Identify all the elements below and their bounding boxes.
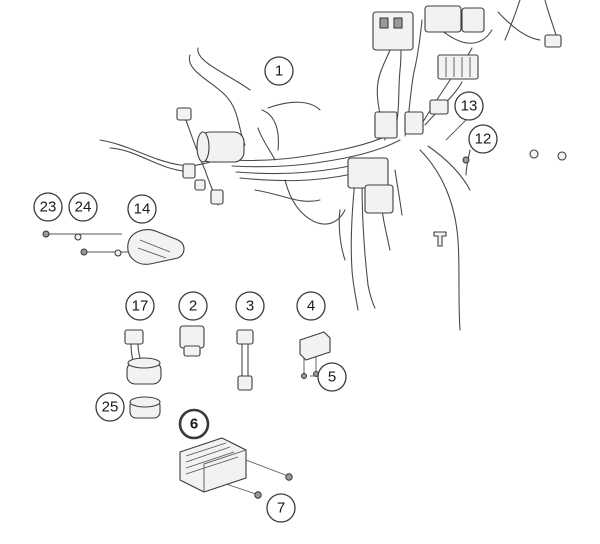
leader-lines <box>310 119 467 377</box>
callout-6-ring <box>178 408 210 440</box>
connector-3-bottom <box>237 375 253 391</box>
washer-lower <box>114 249 122 257</box>
callout-12-label: 12 <box>475 131 492 148</box>
callout-4: 4 <box>296 291 326 321</box>
fuse-box <box>437 54 479 80</box>
top-connector-pin-2 <box>393 17 403 29</box>
top-connector-block-3 <box>461 7 485 33</box>
relay-2-base <box>183 345 201 357</box>
callout-5: 5 <box>317 362 347 392</box>
screw-7-b <box>254 491 262 499</box>
washer-24 <box>74 233 82 241</box>
screw-lower <box>80 248 88 256</box>
relay-17-top <box>127 357 161 369</box>
top-connector-block-2 <box>424 5 462 33</box>
callout-17: 17 <box>125 291 155 321</box>
cap-25-top <box>129 396 161 408</box>
sensor-4 <box>299 331 331 379</box>
callout-13-label: 13 <box>461 98 478 115</box>
callout-2-label: 2 <box>189 298 197 315</box>
relay-17-connector <box>124 329 144 345</box>
harness-connectors <box>176 5 567 247</box>
harness-bolt <box>462 156 470 164</box>
callout-24: 24 <box>68 192 98 222</box>
bracket-14 <box>127 229 185 265</box>
relay-17-assembly <box>124 329 162 385</box>
callout-7-label: 7 <box>277 500 285 517</box>
callout-4-label: 4 <box>307 298 315 315</box>
screw-23 <box>42 230 50 238</box>
central-connector-block <box>364 184 394 214</box>
top-connector-block <box>372 11 414 51</box>
screw-7-a <box>285 473 293 481</box>
loose-nut-1 <box>529 149 539 159</box>
screw-5-a <box>301 373 307 379</box>
callout-12: 12 <box>468 124 498 154</box>
callout-3-label: 3 <box>246 298 254 315</box>
callout-23: 23 <box>33 192 63 222</box>
callout-25-label: 25 <box>102 399 119 416</box>
relay-2 <box>179 325 205 357</box>
relay-2-body <box>179 325 205 349</box>
sensor-4-body <box>299 331 331 361</box>
callout-25: 25 <box>95 392 125 422</box>
junction-connector-right <box>404 111 424 135</box>
callout-5-label: 5 <box>328 369 336 386</box>
callout-24-label: 24 <box>75 199 92 216</box>
connector-3 <box>236 329 254 391</box>
connector-left-4 <box>194 179 206 191</box>
callout-2: 2 <box>178 291 208 321</box>
callout-14-label: 14 <box>134 201 151 218</box>
callout-1-label: 1 <box>275 63 283 80</box>
connector-left-3 <box>210 189 224 205</box>
central-junction-block <box>347 157 389 189</box>
cap-25 <box>129 396 161 419</box>
top-connector-pin <box>379 17 389 29</box>
callout-13: 13 <box>454 91 484 121</box>
callout-14: 14 <box>127 194 157 224</box>
loose-nut-2 <box>557 151 567 161</box>
callout-6: 6 <box>178 408 210 440</box>
connector-3-top <box>236 329 254 345</box>
callout-3: 3 <box>235 291 265 321</box>
callout-17-label: 17 <box>132 298 149 315</box>
callout-7: 7 <box>266 493 296 523</box>
wiring-harness <box>99 0 557 331</box>
harness-clip <box>433 231 447 247</box>
junction-connector-upper <box>374 111 398 139</box>
connector-right-top <box>544 34 562 48</box>
callout-23-label: 23 <box>40 199 57 216</box>
connector-left-1 <box>176 107 192 121</box>
connector-right-mid <box>429 99 449 115</box>
callout-6-label: 6 <box>190 416 198 433</box>
bracket-assembly <box>42 229 185 265</box>
voltage-regulator-6 <box>179 437 293 499</box>
connector-left-2 <box>182 163 196 179</box>
callout-1: 1 <box>264 56 294 86</box>
harness-cylinder-end <box>196 131 210 163</box>
